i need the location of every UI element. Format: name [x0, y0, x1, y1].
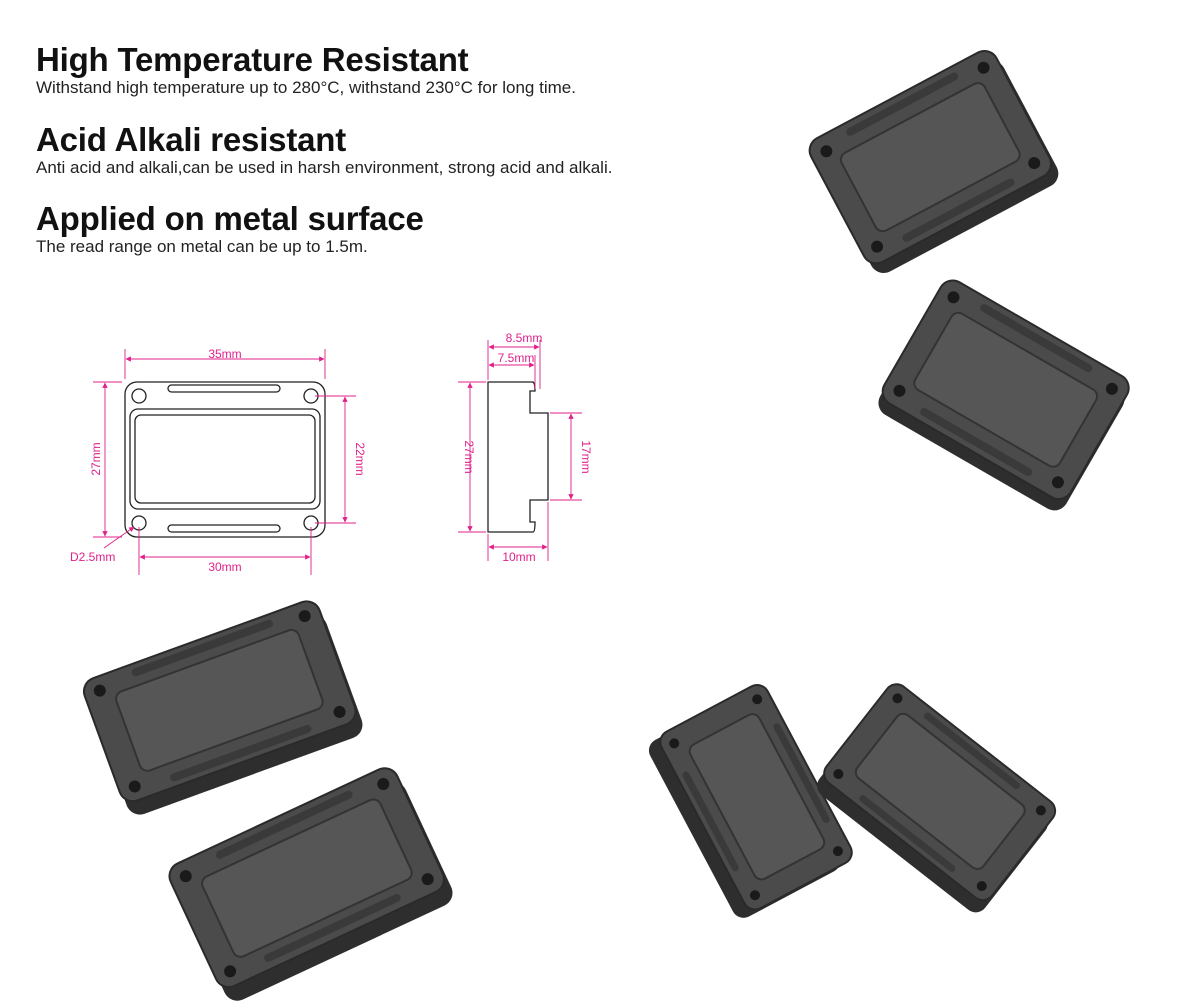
hole-diameter-label: D2.5mm	[70, 550, 115, 564]
rfid-tag-photo-2	[878, 279, 1130, 511]
inner-height-label: 22mm	[353, 442, 367, 475]
feature-text: The read range on metal can be up to 1.5…	[36, 237, 368, 256]
rfid-tag-photo-3	[82, 600, 453, 1001]
height-label: 27mm	[89, 442, 103, 475]
feature-title: Applied on metal surface	[36, 200, 424, 237]
side-outline	[487, 381, 549, 533]
flange-depth-label: 7.5mm	[498, 351, 535, 365]
side-view-drawing: 8.5mm 7.5mm 27mm 17mm 10mm	[458, 331, 593, 564]
side-inner-height-label: 17mm	[579, 440, 593, 473]
front-view-drawing: 35mm 27mm 22mm 30mm D2.5mm	[70, 347, 367, 575]
base-width-label: 10mm	[502, 550, 535, 564]
feature-title: Acid Alkali resistant	[36, 121, 347, 158]
feature-title: High Temperature Resistant	[36, 41, 469, 78]
rfid-tag-photo-1	[808, 50, 1059, 274]
hole-span-label: 30mm	[208, 560, 241, 574]
feature-text: Withstand high temperature up to 280°C, …	[36, 78, 576, 97]
rfid-tag-photo-4	[648, 683, 1057, 918]
width-label: 35mm	[208, 347, 241, 361]
side-height-label: 27mm	[462, 440, 476, 473]
feature-text: Anti acid and alkali,can be used in hars…	[36, 158, 613, 177]
feature-metal-surface: Applied on metal surface The read range …	[36, 201, 424, 257]
feature-acid-alkali: Acid Alkali resistant Anti acid and alka…	[36, 122, 612, 178]
total-depth-label: 8.5mm	[506, 331, 543, 345]
feature-high-temperature: High Temperature Resistant Withstand hig…	[36, 42, 576, 98]
front-outline	[124, 381, 326, 538]
